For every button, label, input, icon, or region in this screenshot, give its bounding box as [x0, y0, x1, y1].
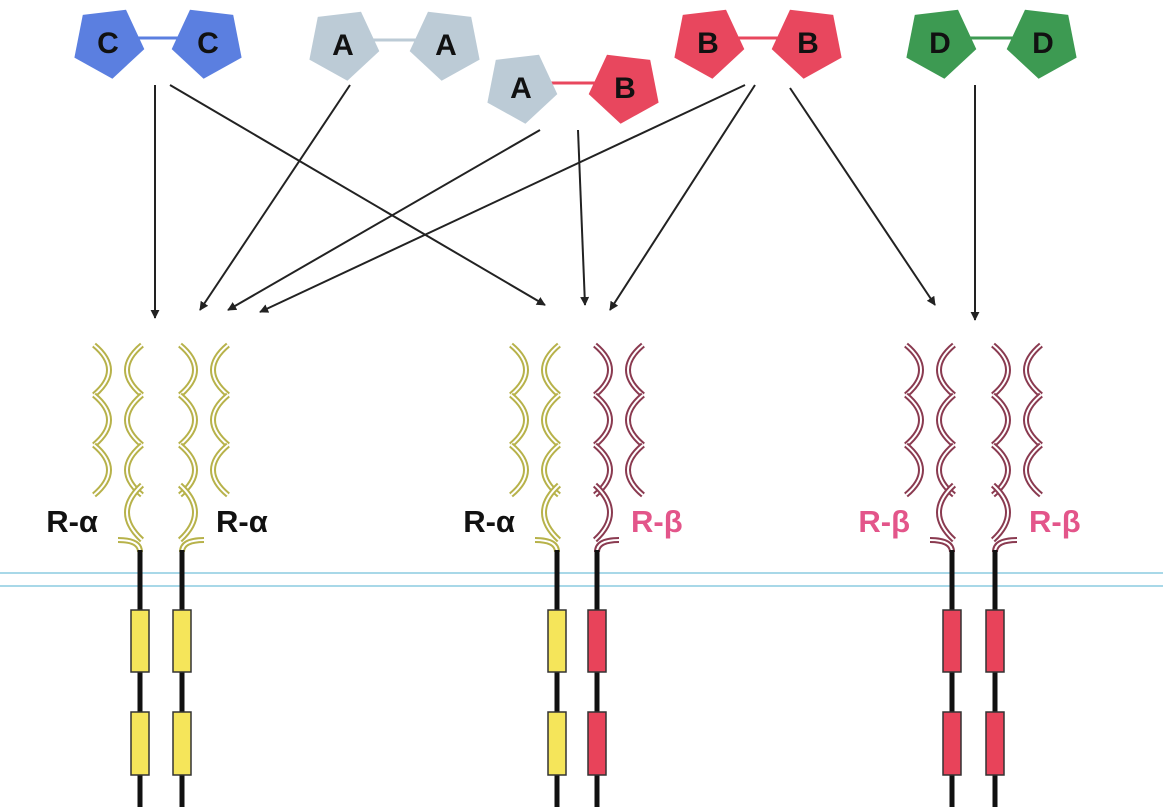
kinase-domain [587, 711, 607, 776]
ligand-letter: C [197, 27, 219, 60]
binding-arrow [227, 129, 541, 311]
receptor-chain-beta: R-β [985, 342, 1081, 807]
receptor-chain-alpha: R-α [172, 342, 268, 807]
receptor-chain-beta: R-β [858, 342, 962, 807]
binding-arrow [577, 129, 590, 306]
kinase-domain [985, 609, 1005, 673]
receptor-alpha-beta: R-α R-β [463, 342, 683, 807]
ligand-monomer-d [906, 9, 977, 79]
receptor-label: R-β [631, 504, 683, 539]
ligand-letter: C [97, 27, 119, 60]
receptor-chain-alpha: R-α [463, 342, 567, 807]
ligand-letter: A [332, 29, 354, 62]
binding-arrows [150, 84, 980, 321]
receptor-chain-alpha: R-α [46, 342, 150, 807]
receptor-label: R-α [463, 504, 515, 539]
kinase-domain [130, 711, 150, 776]
ligand-monomer-a [409, 11, 480, 81]
ligand-monomer-a [487, 54, 558, 124]
ligand-monomer-c [171, 9, 242, 79]
ligand-monomer-d [1006, 9, 1077, 79]
cell-membrane [0, 572, 1163, 587]
receptor-beta-beta: R-β R-β [858, 342, 1081, 807]
receptor-chain-beta: R-β [587, 342, 683, 807]
receptor-label: R-β [1029, 504, 1081, 539]
kinase-domain [172, 609, 192, 673]
ligand-monomer-a [309, 11, 380, 81]
binding-arrow [609, 84, 756, 311]
kinase-domain [172, 711, 192, 776]
ligand-letter: B [797, 27, 819, 60]
ligand-letter: B [614, 72, 636, 105]
kinase-domain [130, 609, 150, 673]
kinase-domain [547, 711, 567, 776]
kinase-domain [587, 609, 607, 673]
ligand-letter: D [929, 27, 951, 60]
kinase-domain [985, 711, 1005, 776]
ligand-monomer-b [674, 9, 745, 79]
ligand-letter: A [510, 72, 532, 105]
binding-arrow [199, 84, 351, 311]
ligand-monomer-b [588, 54, 659, 124]
ligand-letter: D [1032, 27, 1054, 60]
receptor-label: R-α [46, 504, 98, 539]
binding-arrow [259, 84, 746, 313]
binding-arrow [789, 87, 936, 306]
receptor-label: R-α [216, 504, 268, 539]
kinase-domain [942, 711, 962, 776]
ligand-monomer-c [74, 9, 145, 79]
receptor-label: R-β [858, 504, 910, 539]
receptor-alpha-alpha: R-α R-α [46, 342, 268, 807]
receptor-dimers: R-α R-α R-α R-β R-β R-β [46, 342, 1081, 807]
kinase-domain [547, 609, 567, 673]
ligand-monomer-b [771, 9, 842, 79]
kinase-domain [942, 609, 962, 673]
ligand-letter: A [435, 29, 457, 62]
binding-arrow [169, 84, 546, 306]
ligand-letter: B [697, 27, 719, 60]
